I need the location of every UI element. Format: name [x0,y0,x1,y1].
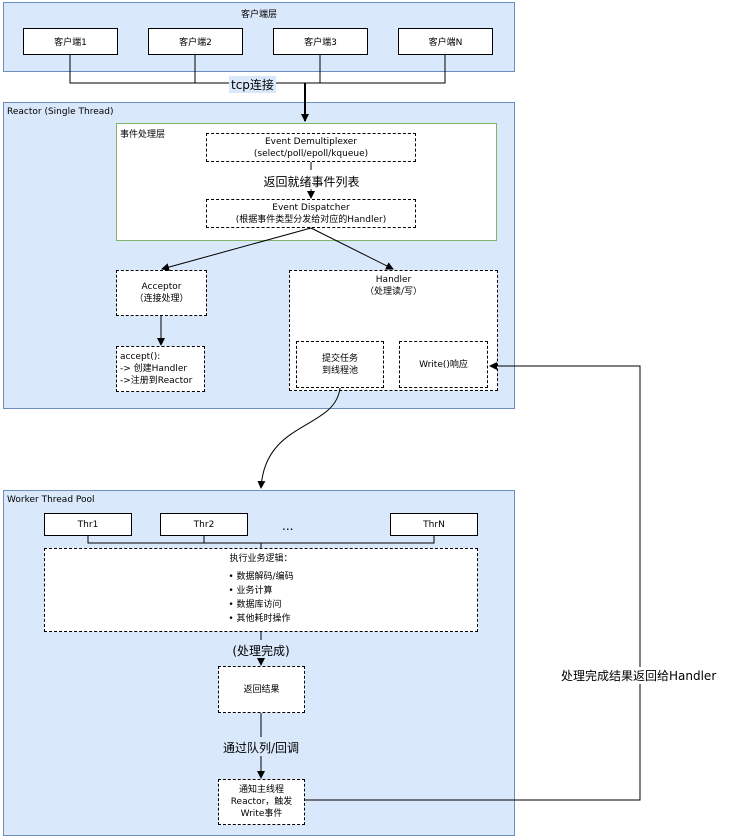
submit-task-box: 提交任务 到线程池 [296,341,384,388]
handler-desc: （处理读/写） [364,287,423,297]
logic-item: • 数据解码/编码 [228,572,294,582]
accept-create-handler: -> 创建Handler [120,364,188,374]
threads-bus-line [87,536,435,544]
processing-done-label: (处理完成) [232,644,290,658]
event-layer-title: 事件处理层 [120,130,166,140]
notify-main-thread-box: 通知主线程 Reactor，触发 Write事件 [218,779,305,825]
notify-to-write-line [305,362,641,801]
reactor-title: Reactor (Single Thread) [7,107,114,117]
return-to-handler-label: 处理完成结果返回给Handler [560,667,718,684]
dispatcher-to-handler-arrow [310,227,394,270]
return-result-label: 返回结果 [243,684,280,695]
business-logic-list: • 数据解码/编码 • 业务计算 • 数据库访问 • 其他耗时操作 [228,570,293,626]
demux-title: Event Demultiplexer [265,136,357,147]
submit-task-line2: 到线程池 [321,365,358,376]
event-demultiplexer-box: Event Demultiplexer (select/poll/epoll/k… [206,133,416,162]
dispatcher-desc: (根据事件类型分发给对应的Handler) [235,214,387,225]
ready-events-label: 返回就绪事件列表 [263,175,360,189]
logic-item: • 业务计算 [228,586,273,596]
submit-to-pool-curve [257,387,341,489]
logic-item: • 数据库访问 [228,600,282,610]
accept-call: accept(): [120,352,161,362]
client-layer-title: 客户端层 [240,10,277,20]
client-n-box: 客户端N [398,28,493,55]
accept-box: accept(): -> 创建Handler ->注册到Reactor [116,346,205,392]
notify-line1: 通知主线程 [238,785,284,795]
logic-item: • 其他耗时操作 [228,614,291,624]
dispatcher-title: Event Dispatcher [272,202,350,213]
thread-n-box: ThrN [390,513,478,536]
business-logic-title: 执行业务逻辑： [229,554,293,564]
acceptor-title: Acceptor [141,282,182,292]
tcp-connection-label: tcp连接 [229,76,276,93]
worker-pool-title: Worker Thread Pool [7,495,95,505]
client-2-box: 客户端2 [148,28,243,55]
acceptor-box: Acceptor （连接处理） [116,270,207,316]
write-response-label: Write()响应 [419,359,468,370]
thread-1-box: Thr1 [44,513,132,536]
notify-line2: Reactor，触发 [230,797,293,807]
client-1-box: 客户端1 [23,28,118,55]
queue-callback-label: 通过队列/回调 [222,741,300,755]
business-logic-box: 执行业务逻辑： • 数据解码/编码 • 业务计算 • 数据库访问 • 其他耗时操… [44,548,478,632]
handler-title: Handler [375,275,412,285]
client-3-box: 客户端3 [273,28,368,55]
write-response-box: Write()响应 [399,341,488,388]
dispatcher-to-acceptor-arrow [161,227,312,271]
submit-task-line1: 提交任务 [321,353,358,364]
threads-ellipsis: ... [282,519,294,533]
event-dispatcher-box: Event Dispatcher (根据事件类型分发给对应的Handler) [206,199,416,228]
thread-2-box: Thr2 [160,513,248,536]
demux-mechanisms: (select/poll/epoll/kqueue) [253,148,369,159]
return-result-box: 返回结果 [218,666,305,713]
acceptor-desc: （连接处理） [134,294,189,304]
accept-register-reactor: ->注册到Reactor [120,376,193,386]
notify-line3: Write事件 [240,809,283,819]
